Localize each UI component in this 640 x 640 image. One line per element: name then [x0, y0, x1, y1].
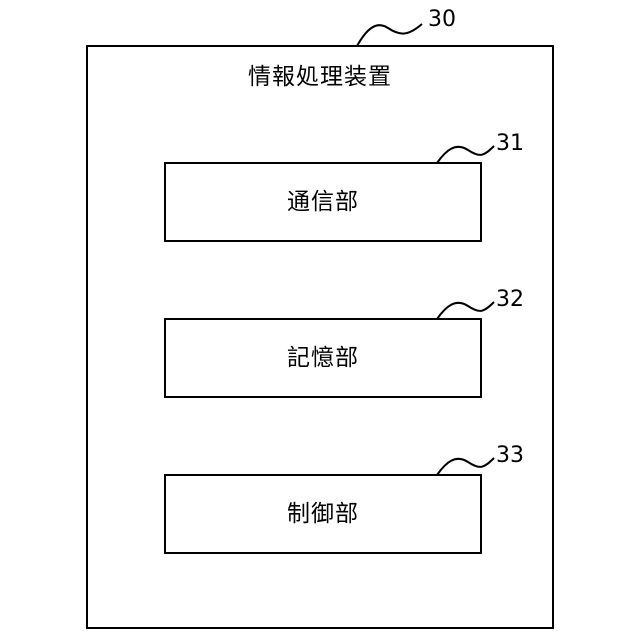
communication-unit-label: 通信部 — [287, 187, 359, 217]
control-unit-box: 制御部 — [164, 474, 482, 554]
ref-number-device: 30 — [428, 8, 456, 32]
storage-unit-box: 記憶部 — [164, 318, 482, 398]
control-unit-label: 制御部 — [287, 499, 359, 529]
storage-unit-label: 記憶部 — [287, 343, 359, 373]
ref-number-communication: 31 — [496, 132, 524, 156]
device-label: 情報処理装置 — [86, 62, 554, 92]
communication-unit-box: 通信部 — [164, 162, 482, 242]
ref-number-control: 33 — [496, 444, 524, 468]
leader-line-device — [357, 24, 422, 46]
ref-number-storage: 32 — [496, 288, 524, 312]
